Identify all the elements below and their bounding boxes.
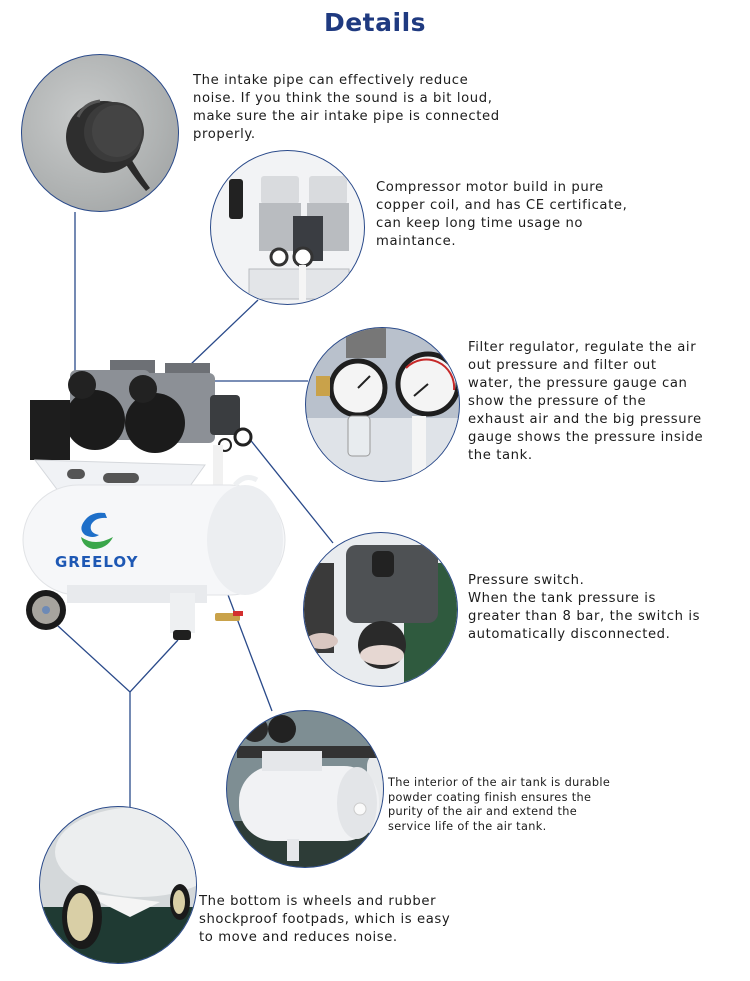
connector-tank	[224, 586, 273, 712]
air-compressor-product-image: GREELOY	[15, 355, 295, 655]
filter-regulator-description: Filter regulator, regulate the air out p…	[468, 340, 704, 463]
greeloy-logo: GREELOY	[55, 512, 139, 571]
intake-pipe-description: The intake pipe can effectively reduce n…	[193, 73, 500, 142]
filter-regulator-gauges-photo	[305, 327, 460, 482]
air-tank-description: The interior of the air tank is durable …	[388, 776, 611, 833]
air-tank-photo	[226, 710, 384, 868]
compressor-motor-photo	[210, 150, 365, 305]
pressure-switch-photo	[303, 532, 458, 687]
connector-switch	[243, 431, 334, 544]
wheels-footpads-photo	[39, 806, 197, 964]
motor-description: Compressor motor build in pure copper co…	[376, 180, 628, 249]
svg-text:GREELOY: GREELOY	[55, 553, 139, 571]
wheels-description: The bottom is wheels and rubber shockpro…	[199, 894, 451, 945]
connector-motor	[189, 299, 259, 366]
intake-pipe-photo	[21, 54, 179, 212]
pressure-switch-description: Pressure switch. When the tank pressure …	[468, 573, 701, 642]
page-title: Details	[323, 8, 427, 37]
